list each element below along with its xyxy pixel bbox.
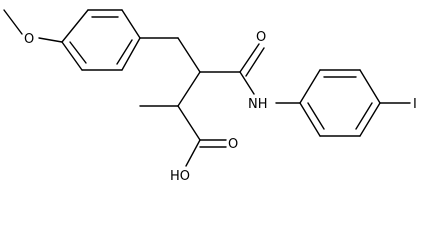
carboxyl-oxygen-label: O <box>228 137 238 152</box>
amide-nh-label: NH <box>248 97 268 112</box>
amide-carbonyl-bond-1 <box>239 43 260 73</box>
methoxy-oxygen-label: O <box>24 32 34 47</box>
iodophenyl-ring <box>299 69 381 137</box>
carboxyl-oh-bond <box>185 139 201 167</box>
iodine-label: I <box>413 97 417 112</box>
amide-cn-bond <box>239 71 255 95</box>
methoxy-ring-bond <box>38 37 63 43</box>
ch-carboxyl-bond <box>177 105 201 141</box>
structure-diagram: O O NH I O HO <box>3 9 417 184</box>
molecule-structure: O O NH I O HO <box>3 9 417 184</box>
methoxyphenyl-ring <box>61 9 141 71</box>
ch2-ch-bond <box>177 37 201 73</box>
amide-carbonyl-bond-2 <box>245 47 265 77</box>
methoxy-methyl-bond <box>3 9 23 35</box>
ch-ch-bond <box>177 71 201 107</box>
carboxyl-hydroxyl-label: HO <box>170 169 190 184</box>
amide-oxygen-label: O <box>256 30 266 45</box>
